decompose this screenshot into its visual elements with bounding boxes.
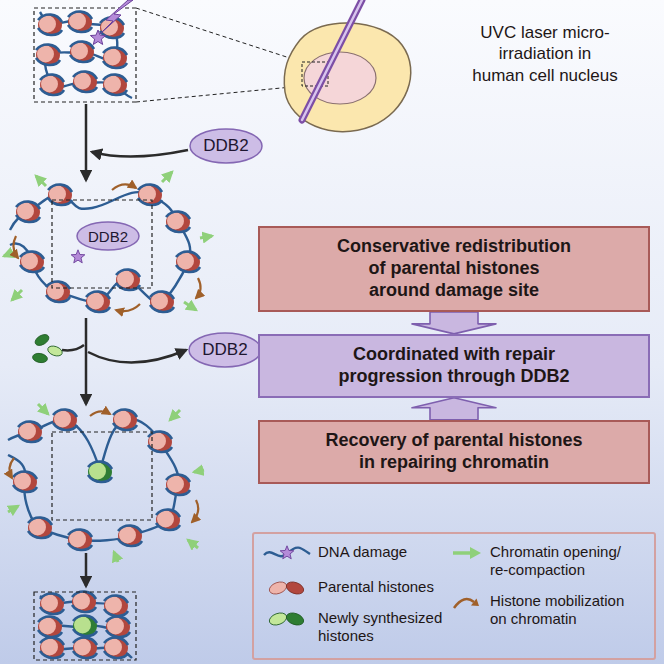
legend-entry: Parental histones (262, 578, 450, 596)
legend-entry: Chromatin opening/ re-compaction (450, 543, 640, 579)
legend-sample (450, 543, 484, 561)
legend-text: Newly synthesized histones (318, 609, 450, 645)
legend-entry: Histone mobilization on chromatin (450, 592, 640, 628)
process-arrows (62, 104, 188, 586)
finding-box: Conservative redistribution of parental … (258, 226, 650, 312)
legend-symbol (454, 599, 479, 609)
open-chromatin (4, 172, 212, 313)
box-text: Recovery of parental histones in repairi… (304, 430, 604, 474)
legend-sample (262, 543, 312, 561)
legend-frame (253, 533, 655, 659)
protein-name: DDB2 (202, 340, 247, 360)
ellipse-shape (190, 129, 262, 163)
ellipse-shape (189, 333, 261, 367)
protein-name: DDB2 (88, 228, 128, 245)
zoom-lines (136, 8, 302, 102)
legend-sample (262, 578, 312, 596)
ellipse-shape (77, 222, 139, 250)
legend-entry: DNA damage (262, 543, 450, 561)
legend-entry: Newly synthesized histones (262, 609, 450, 645)
protein-ellipse: DDB2 (188, 332, 262, 368)
new-histones (32, 332, 64, 363)
legend-sample (450, 592, 484, 610)
block-arrow (412, 312, 496, 334)
method-caption: UVC laser micro-irradiation in human cel… (445, 22, 645, 86)
legend-symbol (268, 611, 306, 627)
restored-chromatin (34, 592, 136, 661)
legend-symbol (453, 547, 481, 559)
compact-chromatin (34, 0, 136, 102)
legend-symbol (264, 546, 310, 559)
block-arrow (412, 398, 496, 420)
legend-text: Chromatin opening/ re-compaction (490, 543, 640, 579)
box-text: Conservative redistribution of parental … (304, 236, 604, 302)
protein-name: DDB2 (203, 136, 248, 156)
legend-text: Parental histones (318, 578, 450, 596)
finding-box: Recovery of parental histones in repairi… (258, 420, 650, 484)
legend-symbol (268, 580, 306, 596)
mechanism-box: Coordinated with repair progression thro… (258, 334, 650, 398)
legend-sample (262, 609, 312, 627)
repairing-chromatin (8, 404, 204, 562)
cell-drawing (284, 0, 411, 132)
legend-text: DNA damage (318, 543, 450, 561)
protein-ellipse: DDB2 (76, 221, 140, 251)
protein-ellipse: DDB2 (189, 128, 263, 164)
box-text: Coordinated with repair progression thro… (274, 344, 634, 388)
legend-text: Histone mobilization on chromatin (490, 592, 640, 628)
